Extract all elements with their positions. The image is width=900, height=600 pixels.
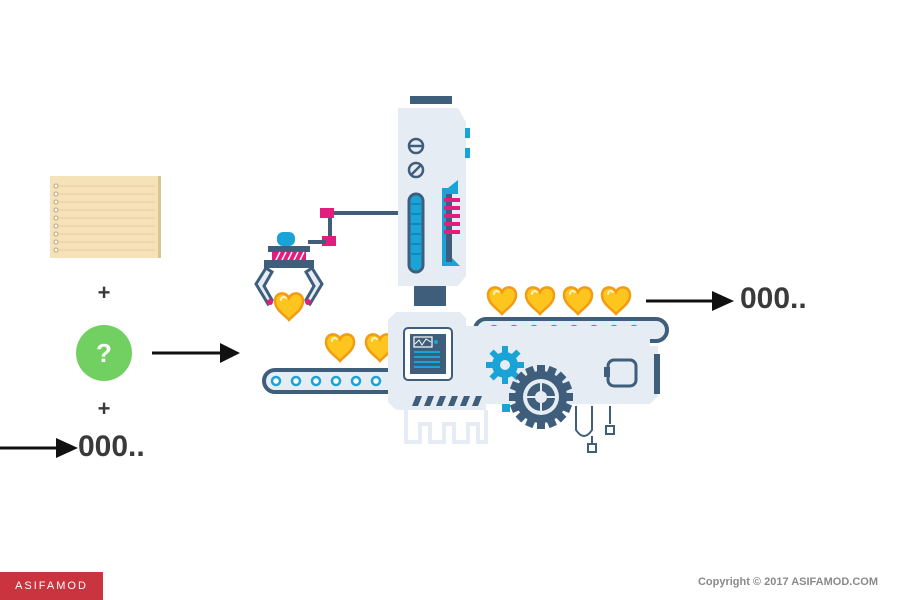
arrow-right-icon <box>0 438 78 458</box>
factory-machine-illustration <box>254 96 669 453</box>
copyright-notice: Copyright © 2017 ASIFAMOD.COM <box>697 576 878 588</box>
heart-icon <box>273 292 305 322</box>
heart-icon <box>600 286 632 316</box>
plus-sign-top: + <box>97 280 111 305</box>
heart-icon <box>562 286 594 316</box>
left-conveyor-belt <box>262 368 406 394</box>
brand-logo[interactable]: ASIFAMOD <box>0 572 103 600</box>
notepad-icon <box>50 176 161 258</box>
heart-icon <box>486 286 518 316</box>
question-mark-badge: ? <box>76 325 132 381</box>
arrow-right-icon <box>646 291 734 311</box>
robot-claw-icon <box>254 208 398 322</box>
gear-icon <box>486 346 524 384</box>
machine-tower <box>398 96 470 306</box>
plus-sign-bottom: + <box>97 396 111 421</box>
arrow-right-icon <box>152 343 240 363</box>
machine-cables <box>575 406 615 453</box>
input-value-label: 000.. <box>78 430 145 463</box>
heart-icon <box>324 333 356 363</box>
output-value-label: 000.. <box>740 282 807 315</box>
machine-body <box>388 312 660 444</box>
gear-icon <box>509 365 573 429</box>
heart-icon <box>524 286 556 316</box>
